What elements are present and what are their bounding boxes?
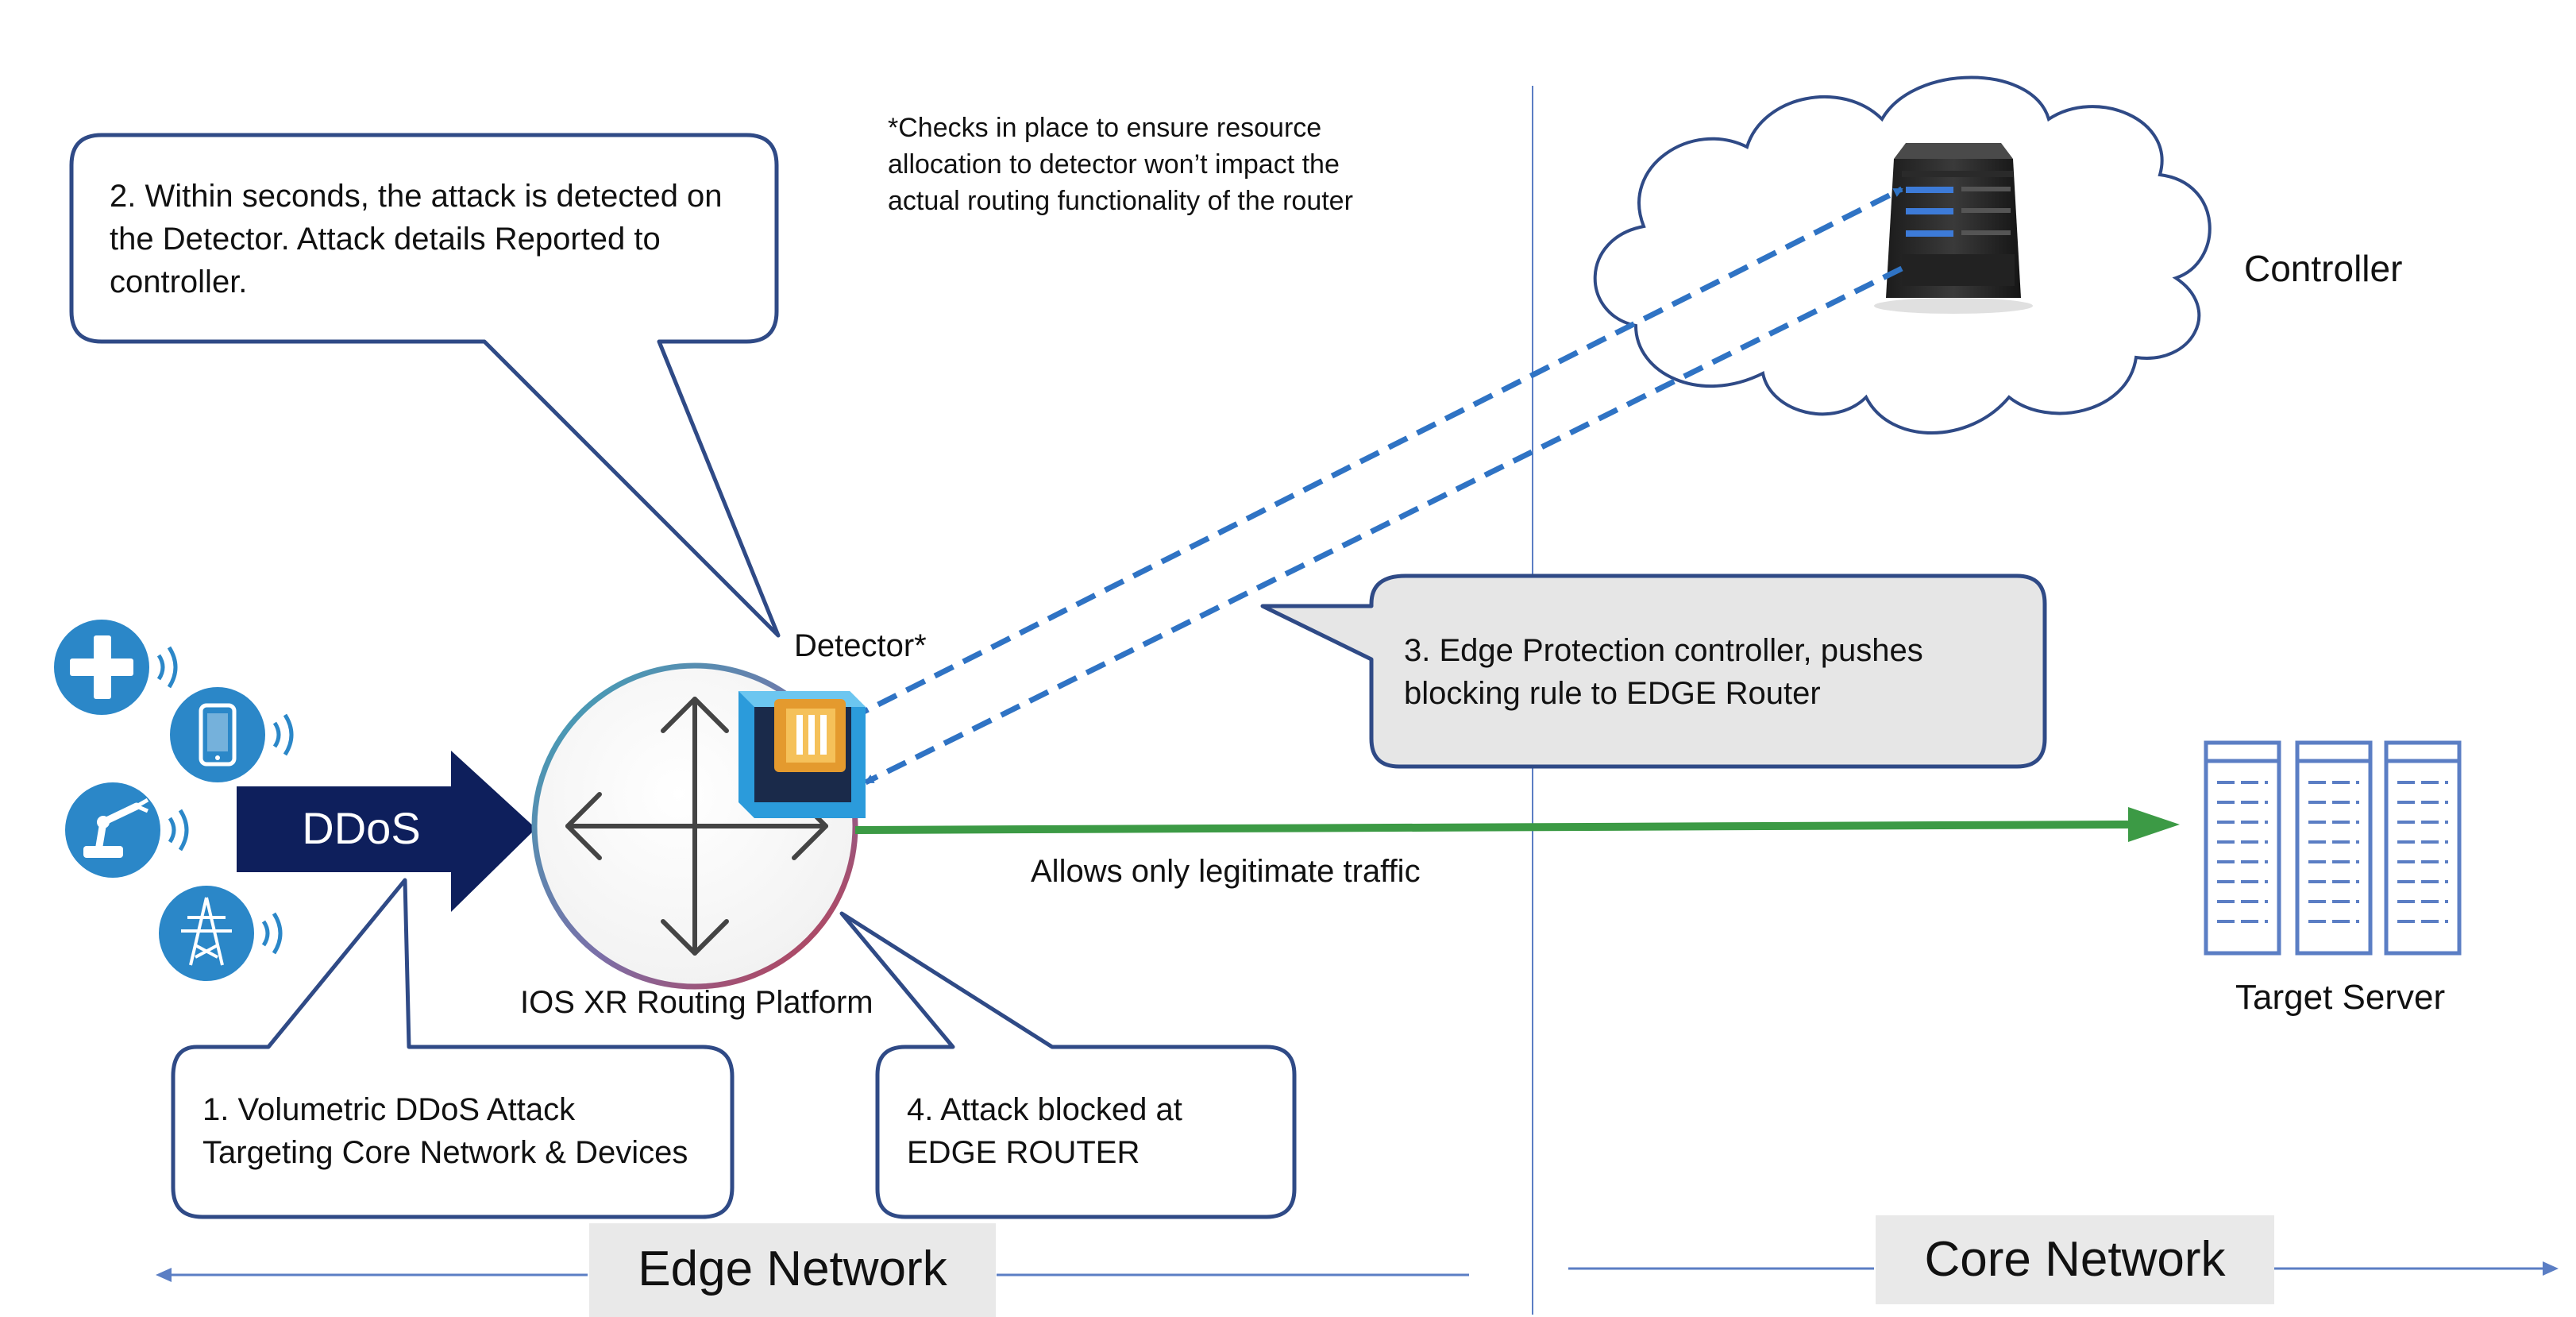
detector-chip-icon (738, 691, 866, 818)
core-network-label: Core Network (1925, 1232, 2227, 1287)
edge-network-label: Edge Network (638, 1242, 947, 1296)
callout-blocked-line-2: EDGE ROUTER (907, 1135, 1140, 1170)
resource-note: *Checks in place to ensure resource allo… (888, 113, 1353, 216)
target-label: Target Server (2235, 978, 2445, 1017)
note-line-1: *Checks in place to ensure resource (888, 113, 1321, 143)
robot-arm-icon (65, 782, 189, 878)
callout-detected-line-3: controller. (110, 265, 247, 299)
datacenter-icon (2204, 740, 2462, 956)
callout-controller-line-2: blocking rule to EDGE Router (1404, 676, 1821, 711)
detector-label: Detector* (794, 628, 927, 663)
callout-detected-line-1: 2. Within seconds, the attack is detecte… (110, 179, 723, 214)
push-rule-arrow (864, 265, 1903, 786)
callout-attack-line-1: 1. Volumetric DDoS Attack (202, 1092, 576, 1127)
edge-network-box (589, 1223, 996, 1317)
server-tower-icon (1874, 143, 2033, 314)
callout-blocked-box (839, 911, 1297, 1219)
ddos-arrow (237, 751, 536, 912)
note-line-2: allocation to detector won’t impact the (888, 149, 1340, 180)
callout-blocked-line-1: 4. Attack blocked at (907, 1092, 1182, 1127)
smartphone-icon (170, 687, 294, 782)
traffic-label: Allows only legitimate traffic (1031, 854, 1421, 889)
power-tower-icon (159, 886, 283, 981)
callout-attack-line-2: Targeting Core Network & Devices (202, 1135, 688, 1170)
edge-network-arrowhead (156, 1268, 172, 1282)
note-line-3: actual routing functionality of the rout… (888, 186, 1353, 216)
medical-cross-icon (54, 620, 178, 715)
core-network-box (1876, 1215, 2274, 1304)
callout-controller-box (1260, 574, 2047, 769)
controller-label: Controller (2244, 248, 2402, 289)
report-arrow (848, 186, 1903, 722)
legitimate-traffic-arrowhead (2128, 807, 2180, 842)
legitimate-traffic-arrow (854, 821, 2129, 834)
callout-attack-box (171, 878, 735, 1219)
callout-detected-line-2: the Detector. Attack details Reported to (110, 222, 661, 257)
router-label: IOS XR Routing Platform (520, 985, 873, 1020)
callout-controller-line-1: 3. Edge Protection controller, pushes (1404, 633, 1923, 668)
core-network-arrowhead (2543, 1261, 2559, 1276)
callout-detected-box (69, 133, 781, 638)
ddos-label: DDoS (302, 803, 420, 853)
server-rack-lines (2217, 781, 2448, 923)
